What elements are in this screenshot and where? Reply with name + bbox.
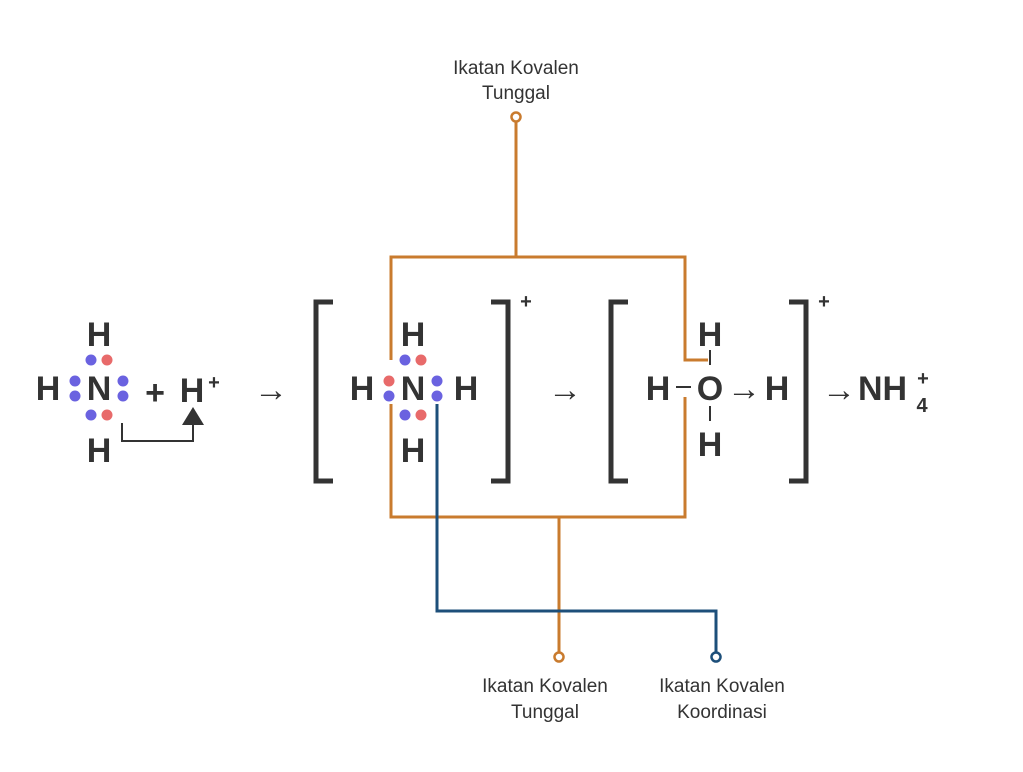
electron-dot	[415, 409, 427, 421]
product-ammonium: → NH + 4	[822, 368, 929, 417]
bracket-right	[491, 299, 511, 484]
atom-h-top: H	[87, 316, 112, 354]
atom-h-left: H	[350, 370, 375, 408]
label-line: Ikatan Kovalen	[659, 676, 785, 697]
bracket-left	[313, 299, 333, 484]
plus-sign: +	[145, 374, 165, 412]
top-callout-frame	[389, 255, 708, 362]
atom-h-right: H	[454, 370, 479, 408]
proton-h: H	[180, 372, 205, 410]
complex-ammonium-structural: + H H O → H H	[608, 291, 830, 484]
product-subscript: 4	[916, 395, 928, 417]
electron-dot	[399, 354, 411, 366]
complex-charge: +	[520, 291, 532, 313]
product-formula: NH	[858, 370, 907, 408]
bracket-right	[789, 299, 809, 484]
complex-charge: +	[818, 291, 830, 313]
bottom-callout-frame	[389, 397, 687, 519]
electron-dot	[101, 354, 113, 366]
atom-h-top: H	[401, 316, 426, 354]
label-line: Koordinasi	[677, 702, 767, 723]
coordinate-callout-line	[435, 404, 718, 656]
electron-dot	[117, 390, 129, 402]
label-bottom-single-bond: Ikatan Kovalen Tunggal	[482, 676, 608, 723]
reaction-arrow: →	[822, 371, 856, 409]
atom-n: N	[87, 370, 112, 408]
electron-dot	[415, 354, 427, 366]
atom-h-top: H	[698, 316, 723, 354]
label-line: Ikatan Kovalen	[482, 676, 608, 697]
electron-dot	[431, 375, 443, 387]
electron-dot	[117, 375, 129, 387]
label-line: Tunggal	[511, 702, 579, 723]
atom-n: N	[401, 370, 426, 408]
reaction-arrow: →	[254, 371, 288, 409]
electron-dot	[85, 354, 97, 366]
electron-dots	[383, 354, 443, 421]
electron-dot	[431, 390, 443, 402]
top-callout-terminal	[510, 111, 522, 123]
electron-dots	[69, 354, 129, 421]
reaction-arrow: →	[548, 371, 582, 409]
electron-dot	[69, 375, 81, 387]
atom-center: O	[697, 370, 723, 408]
bottom-right-callout-terminal	[710, 651, 722, 663]
electron-dot	[383, 375, 395, 387]
connector-lines	[389, 111, 722, 663]
label-coordinate-bond: Ikatan Kovalen Koordinasi	[659, 676, 785, 723]
electron-dot	[101, 409, 113, 421]
atom-h-left: H	[36, 370, 61, 408]
donation-arrow-line	[121, 420, 194, 442]
atom-h-bottom: H	[401, 432, 426, 470]
atom-h-right: H	[765, 370, 790, 408]
label-line: Ikatan Kovalen	[453, 58, 579, 79]
bottom-left-callout-terminal	[553, 651, 565, 663]
label-line: Tunggal	[482, 83, 550, 104]
complex-ammonium-lewis: + H H N H H	[313, 291, 532, 484]
label-top-single-bond: Ikatan Kovalen Tunggal	[453, 58, 579, 104]
donation-arrow-head	[182, 407, 204, 425]
electron-dot	[85, 409, 97, 421]
electron-dot	[399, 409, 411, 421]
bracket-left	[608, 299, 628, 484]
product-charge: +	[917, 368, 929, 390]
atom-h-bottom: H	[87, 432, 112, 470]
atom-h-left: H	[646, 370, 671, 408]
electron-dot	[69, 390, 81, 402]
atom-h-bottom: H	[698, 426, 723, 464]
electron-dot	[383, 390, 395, 402]
proton-charge: +	[208, 372, 220, 394]
coordinate-bond-arrow: →	[727, 370, 761, 408]
reactant-ammonia: H H N H + H +	[36, 316, 220, 470]
